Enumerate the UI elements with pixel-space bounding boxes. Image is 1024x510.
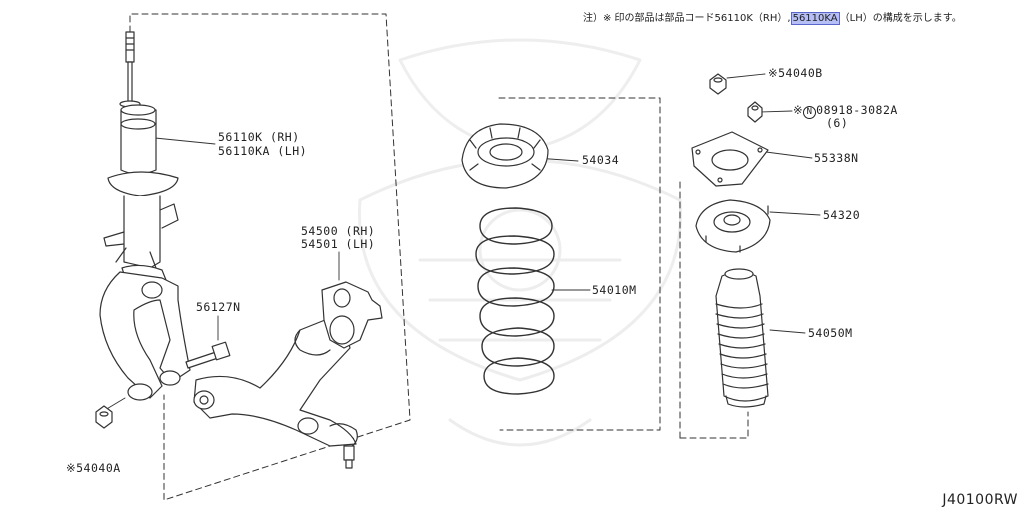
- circled-n-icon: N: [803, 106, 817, 119]
- label-arm-rh[interactable]: 54500 (RH): [301, 224, 376, 238]
- bolt-56127n[interactable]: [185, 341, 231, 369]
- label-nut-c-code: 08918-3082A: [816, 103, 898, 117]
- nut-54040a[interactable]: [95, 405, 113, 429]
- spring-seat-54034[interactable]: [461, 123, 549, 189]
- diagram-code: J40100RW: [942, 492, 1018, 508]
- nut-54040b[interactable]: [709, 73, 727, 95]
- header-note-prefix: 注）※ 印の部品は部品コード56110K（RH）,: [583, 13, 791, 24]
- highlighted-part-code[interactable]: 56110KA: [790, 12, 840, 25]
- label-arm-lh[interactable]: 54501 (LH): [301, 237, 376, 251]
- label-spring[interactable]: 54010M: [592, 283, 637, 297]
- label-nut-b[interactable]: ※54040B: [768, 66, 823, 80]
- lower-control-arm[interactable]: [193, 281, 383, 469]
- strut-mount-54320[interactable]: [695, 199, 771, 253]
- assembly-frame-lines: [129, 13, 749, 501]
- label-nut-c-qty: (6): [826, 116, 849, 130]
- header-note: 注）※ 印の部品は部品コード56110K（RH）,56110KA（LH）の構成を…: [583, 9, 962, 25]
- leader-lines: [104, 73, 821, 411]
- label-plate[interactable]: 55338N: [814, 151, 859, 165]
- label-bolt[interactable]: 56127N: [196, 300, 241, 314]
- label-strut-rh[interactable]: 56110K (RH): [218, 130, 300, 144]
- label-boot[interactable]: 54050M: [808, 326, 853, 340]
- label-seat[interactable]: 54034: [582, 153, 620, 167]
- mount-plate-55338n[interactable]: [691, 131, 769, 187]
- header-note-suffix: （LH）の構成を示します。: [839, 13, 962, 24]
- dust-boot-54050m[interactable]: [715, 268, 769, 408]
- nut-08918-3082a[interactable]: [747, 101, 763, 123]
- strut-assembly[interactable]: [103, 31, 179, 297]
- coil-spring-54010m[interactable]: [475, 207, 555, 395]
- label-strut-lh[interactable]: 56110KA (LH): [218, 144, 308, 158]
- label-nut-a[interactable]: ※54040A: [66, 461, 121, 475]
- steering-knuckle[interactable]: [99, 271, 191, 401]
- label-nut-c-prefix: ※: [793, 103, 804, 117]
- label-mount[interactable]: 54320: [823, 208, 861, 222]
